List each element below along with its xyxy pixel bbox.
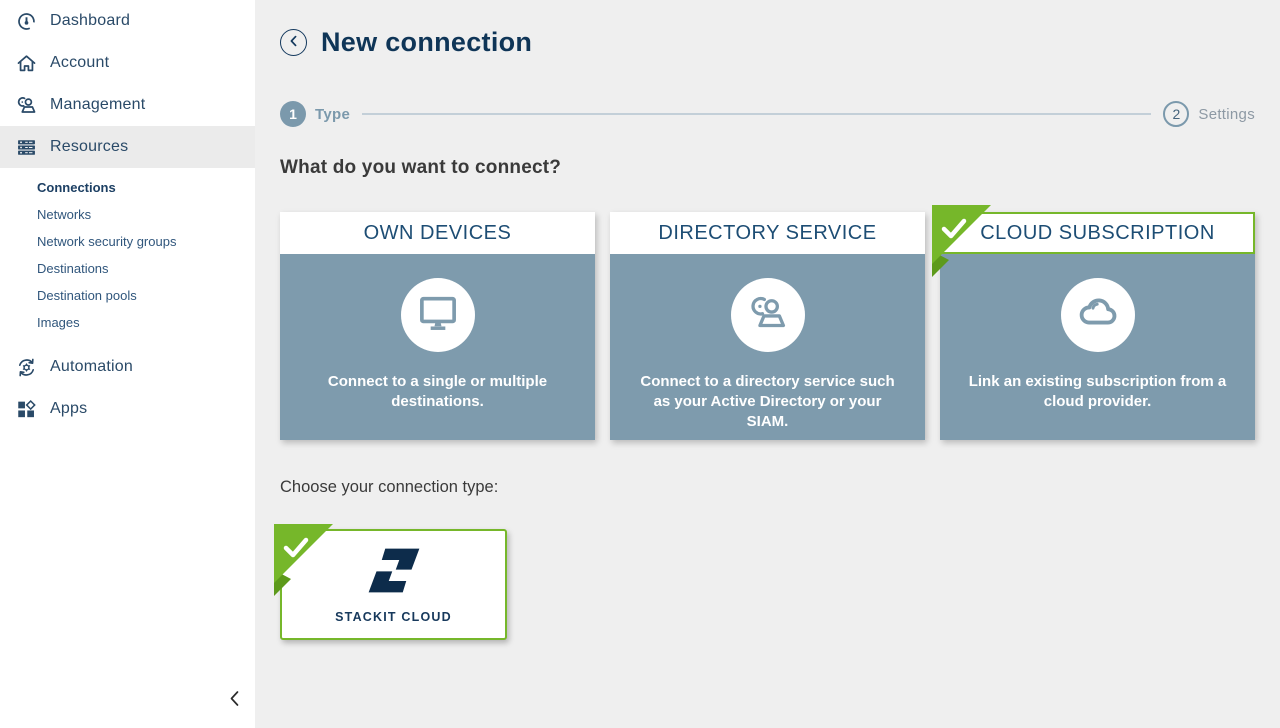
server-icon (14, 135, 38, 159)
page-title: New connection (321, 27, 533, 57)
sidebar: Dashboard Account Management (0, 0, 255, 728)
cloud-icon (1075, 290, 1121, 341)
sync-gear-icon (14, 355, 38, 379)
monitor-icon (416, 291, 460, 340)
card-title: OWN DEVICES (280, 212, 595, 254)
card-cloud-subscription[interactable]: CLOUD SUBSCRIPTION Link an existing subs… (932, 205, 1255, 440)
type-card-stackit-cloud[interactable]: STACKIT CLOUD (274, 524, 507, 640)
subnav-item-network-security-groups[interactable]: Network security groups (37, 234, 177, 249)
apps-icon (14, 397, 38, 421)
step-number-badge: 1 (280, 101, 306, 127)
user-gear-icon (14, 93, 38, 117)
sidebar-item-label: Management (50, 96, 146, 113)
card-description: Connect to a single or multiple destinat… (327, 373, 548, 410)
card-own-devices[interactable]: OWN DEVICES Connect to a single or multi… (280, 212, 595, 440)
page-header: New connection (280, 27, 1255, 58)
sidebar-item-dashboard[interactable]: Dashboard (0, 0, 255, 42)
card-title: CLOUD SUBSCRIPTION (940, 212, 1255, 254)
stackit-logo (366, 546, 422, 600)
directory-users-icon (746, 291, 790, 340)
type-card-label: STACKIT CLOUD (335, 609, 452, 624)
sidebar-collapse-button[interactable] (224, 686, 245, 714)
step-number-badge: 2 (1163, 101, 1190, 127)
chevron-left-icon (228, 691, 241, 710)
main-content: New connection 1 Type 2 Settings What do… (255, 0, 1280, 728)
card-description: Connect to a directory service such as y… (640, 373, 895, 430)
sidebar-item-account[interactable]: Account (0, 42, 255, 84)
subnav-item-networks[interactable]: Networks (37, 207, 92, 222)
sidebar-item-resources[interactable]: Resources (0, 126, 255, 168)
sidebar-item-label: Dashboard (50, 12, 131, 29)
choose-type-label: Choose your connection type: (280, 478, 499, 496)
sidebar-item-label: Resources (50, 138, 129, 155)
sidebar-item-automation[interactable]: Automation (0, 346, 255, 388)
card-description: Link an existing subscription from a clo… (968, 373, 1227, 410)
card-title: DIRECTORY SERVICE (610, 212, 925, 254)
resources-subnav: Connections Networks Network security gr… (0, 168, 255, 346)
home-icon (14, 51, 38, 75)
back-button[interactable] (280, 29, 307, 56)
step-label: Type (315, 105, 351, 123)
sidebar-item-apps[interactable]: Apps (0, 388, 255, 430)
subnav-item-images[interactable]: Images (37, 315, 80, 330)
stepper-connector-line (362, 113, 1152, 115)
gauge-icon (14, 9, 38, 33)
chevron-left-circle-icon (287, 34, 301, 51)
sidebar-item-label: Account (50, 54, 110, 71)
sidebar-item-management[interactable]: Management (0, 84, 255, 126)
step-type[interactable]: 1 Type (280, 101, 350, 127)
step-settings[interactable]: 2 Settings (1163, 101, 1255, 127)
connection-type-row: STACKIT CLOUD (274, 524, 1255, 640)
subnav-item-destination-pools[interactable]: Destination pools (37, 288, 137, 303)
sidebar-item-label: Automation (50, 358, 133, 375)
connection-source-cards: OWN DEVICES Connect to a single or multi… (280, 205, 1255, 440)
step-label: Settings (1198, 105, 1255, 123)
sidebar-item-label: Apps (50, 400, 88, 417)
selected-checkmark-ribbon (274, 524, 340, 600)
subnav-item-connections[interactable]: Connections (37, 180, 116, 195)
subnav-item-destinations[interactable]: Destinations (37, 261, 109, 276)
stepper: 1 Type 2 Settings (280, 101, 1255, 127)
card-directory-service[interactable]: DIRECTORY SERVICE Connect to a dire (610, 212, 925, 440)
question-heading: What do you want to connect? (280, 157, 562, 178)
